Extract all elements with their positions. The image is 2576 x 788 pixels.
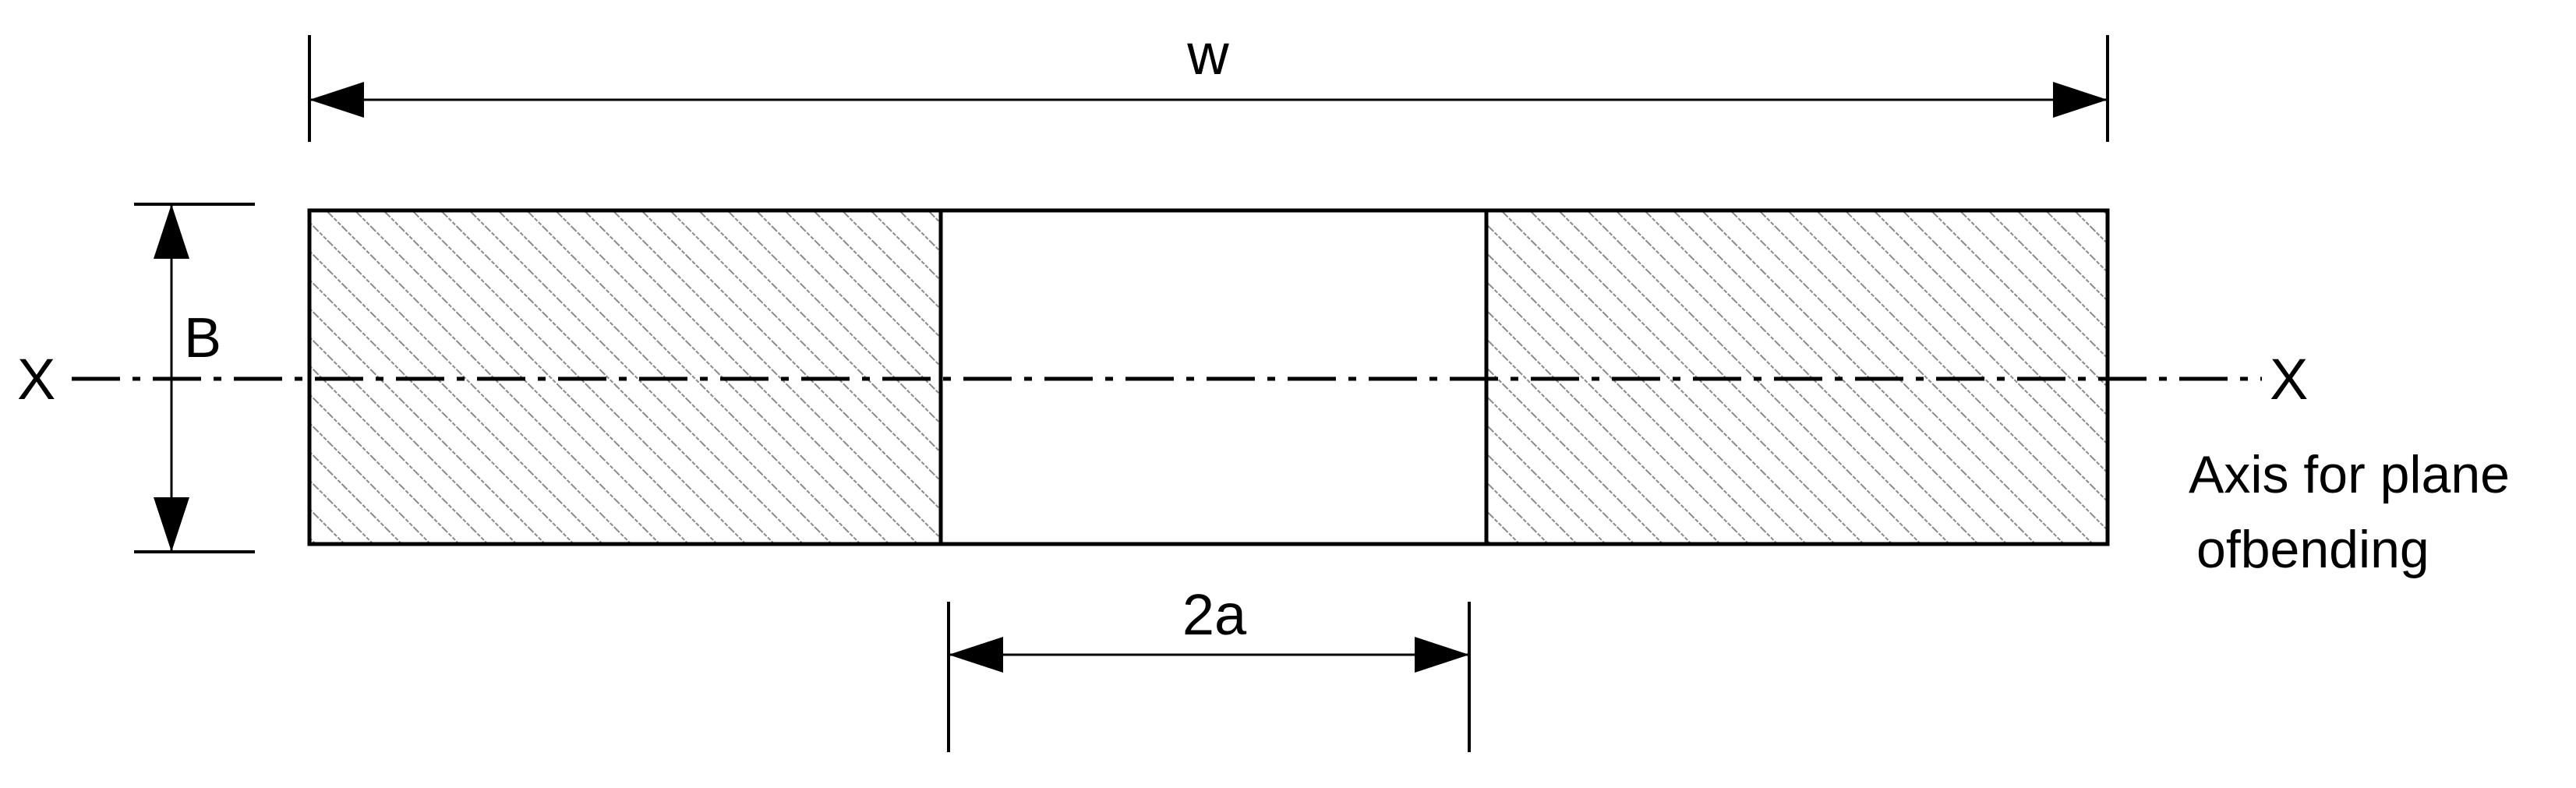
axis-note-line1: Axis for plane — [2189, 445, 2510, 504]
thickness-dimension — [134, 203, 255, 553]
thickness-label: B — [184, 307, 221, 369]
crack-length-dimension — [947, 602, 1471, 752]
crack-arrow-left — [949, 637, 1003, 673]
width-dimension — [308, 35, 2109, 142]
width-arrow-right — [2053, 82, 2108, 118]
crack-arrow-right — [1415, 637, 1469, 673]
width-label: w — [1186, 22, 1229, 87]
axis-label-left: X — [17, 347, 55, 412]
width-arrow-left — [309, 82, 364, 118]
thickness-arrow-bottom — [154, 497, 189, 552]
axis-label-right: X — [2270, 347, 2308, 412]
crack-length-label: 2a — [1182, 582, 1247, 647]
thickness-arrow-top — [154, 204, 189, 259]
axis-note-line2: ofbending — [2196, 520, 2429, 579]
